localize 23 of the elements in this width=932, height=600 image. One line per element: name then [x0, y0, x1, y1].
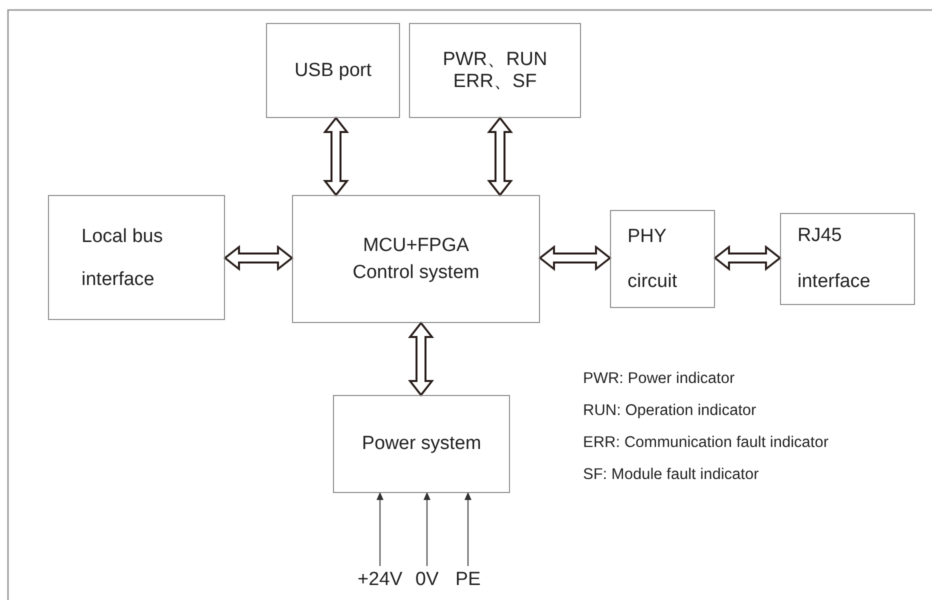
input-label: 0V	[414, 568, 440, 592]
port-box: USB port	[266, 23, 400, 118]
arrow	[376, 492, 384, 566]
double-arrow	[322, 116, 350, 197]
double-arrow	[713, 244, 782, 272]
double-arrow	[486, 116, 514, 197]
circuit-box: PHY circuit	[610, 210, 715, 308]
input-label: +24V	[356, 568, 404, 592]
arrow	[464, 492, 472, 566]
double-arrow	[408, 321, 434, 397]
legend-note: ERR: Communication fault indicator	[583, 434, 829, 452]
double-arrow	[223, 244, 294, 272]
legend-note: SF: Module fault indicator	[583, 466, 759, 484]
arrow	[424, 492, 430, 566]
controller-box: MCU+FPGA Control system	[292, 195, 540, 323]
indicator-box: PWR、RUN ERR、SF	[409, 23, 581, 118]
legend-note: RUN: Operation indicator	[583, 402, 756, 420]
input-label: PE	[454, 568, 482, 592]
interface-box: Local bus interface	[48, 195, 225, 320]
power-box: Power system	[333, 395, 510, 493]
legend-note: PWR: Power indicator	[583, 370, 735, 388]
interface-box: RJ45 interface	[780, 213, 915, 305]
double-arrow	[538, 244, 612, 272]
